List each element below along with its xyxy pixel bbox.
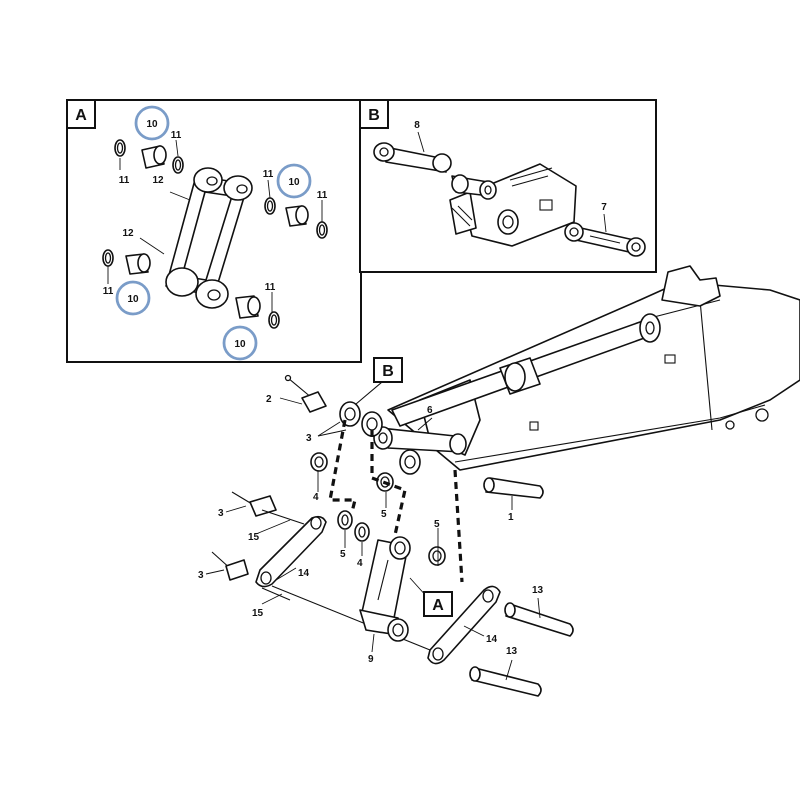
detail-a-panel: A: [66, 99, 362, 363]
label-1: 1: [508, 512, 514, 523]
label-2: 2: [266, 394, 272, 405]
label-11-top: 11: [171, 130, 182, 141]
assembly-dash-lines: [328, 419, 464, 583]
callout-b-label: B: [382, 363, 394, 380]
side-plates-left: [211, 491, 431, 651]
callout-a: A: [423, 591, 453, 617]
label-11-bottom: 11: [265, 282, 276, 293]
side-plates-right: [427, 585, 574, 697]
label-7: 7: [601, 202, 607, 213]
label-9: 9: [368, 654, 374, 665]
pin-2: [284, 374, 327, 413]
detail-a-labels: 10 11 11 12 11 10 11 12 11 10 11 10: [103, 119, 328, 350]
label-3-top: 3: [306, 433, 312, 444]
detail-b-label: B: [368, 107, 380, 124]
label-11-right: 11: [317, 190, 328, 201]
label-10-top: 10: [146, 119, 158, 130]
label-10-right: 10: [288, 177, 300, 188]
label-12-left: 12: [122, 228, 134, 239]
label-12-top: 12: [152, 175, 164, 186]
label-3-low: 3: [198, 570, 204, 581]
label-11-mid: 11: [263, 169, 274, 180]
label-15-top: 15: [248, 532, 260, 543]
boom-link-6: [373, 426, 467, 455]
pin-1: [483, 477, 544, 499]
label-3-mid: 3: [218, 508, 224, 519]
detail-b-panel: B 8 7: [359, 99, 657, 273]
callout-a-label: A: [432, 597, 444, 614]
label-14-left: 14: [298, 568, 310, 579]
label-4-top: 4: [313, 492, 319, 503]
washers: [310, 452, 446, 566]
detail-a-label: A: [75, 107, 87, 124]
label-8: 8: [414, 120, 420, 131]
callout-b: B: [355, 357, 403, 405]
hydraulic-cylinder: [391, 313, 661, 427]
label-13-top: 13: [532, 585, 544, 596]
label-11-left: 11: [119, 175, 130, 186]
label-13-bottom: 13: [506, 646, 518, 657]
label-14-right: 14: [486, 634, 498, 645]
label-5-right: 5: [434, 519, 440, 530]
label-4-mid: 4: [357, 558, 363, 569]
link-9: [359, 536, 411, 642]
label-11-lower: 11: [103, 286, 114, 297]
label-6: 6: [427, 405, 433, 416]
main-leaders: [205, 397, 541, 681]
main-labels: 2 3 6 4 5 1 3 15 5 4 5 3 14 15 13 14 13 …: [198, 394, 544, 665]
label-10-bottom: 10: [234, 339, 246, 350]
label-15-bottom: 15: [252, 608, 264, 619]
highlight-circles: [115, 105, 312, 361]
label-5-top: 5: [381, 509, 387, 520]
label-5-left: 5: [340, 549, 346, 560]
label-10-left: 10: [127, 294, 139, 305]
